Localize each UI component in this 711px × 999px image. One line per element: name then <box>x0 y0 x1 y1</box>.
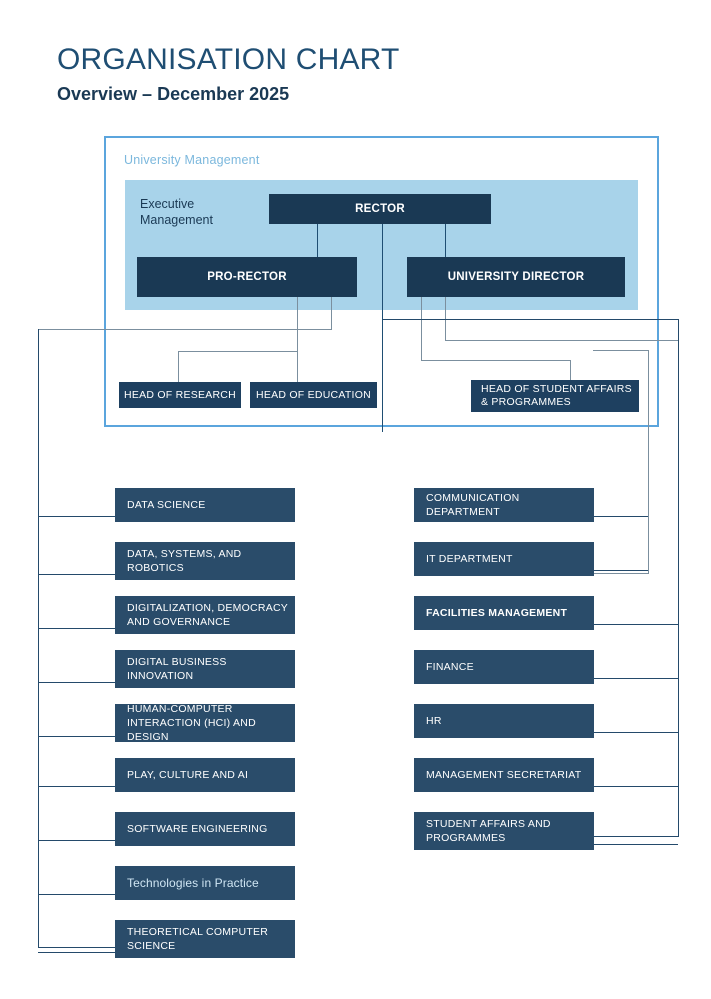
right-outer-trunk-line <box>678 319 679 836</box>
box-university-director[interactable]: UNIVERSITY DIRECTOR <box>407 257 625 297</box>
connector-pro-rector-left-rail <box>38 329 332 330</box>
left-trunk-bottom <box>38 947 115 948</box>
connector-to-digital-business-innovation <box>38 682 115 683</box>
connector-rector-trunk-center <box>382 224 383 432</box>
right-inner-trunk-line <box>648 350 649 573</box>
connector-to-hr <box>594 732 678 733</box>
connector-university-director-down-left <box>421 297 422 360</box>
connector-pro-rector-down-right <box>331 297 332 329</box>
box-theoretical-computer-science[interactable]: THEORETICAL COMPUTER SCIENCE <box>115 920 295 958</box>
box-digitalization-democracy-and-governance[interactable]: DIGITALIZATION, DEMOCRACY AND GOVERNANCE <box>115 596 295 634</box>
box-head-of-education[interactable]: HEAD OF EDUCATION <box>250 382 377 408</box>
connector-to-human-computer-interaction-hci-and-design <box>38 736 115 737</box>
box-management-secretariat[interactable]: MANAGEMENT SECRETARIAT <box>414 758 594 792</box>
connector-to-software-engineering <box>38 840 115 841</box>
connector-rector-to-university-director <box>445 224 446 259</box>
connector-heads-rail <box>178 351 298 352</box>
connector-to-head-of-education <box>297 351 298 384</box>
box-play-culture-and-ai[interactable]: PLAY, CULTURE AND AI <box>115 758 295 792</box>
box-student-affairs-and-programmes[interactable]: STUDENT AFFAIRS AND PROGRAMMES <box>414 812 594 850</box>
connector-university-director-right-rail <box>445 340 678 341</box>
executive-management-label: Executive Management <box>140 197 213 227</box>
connector-to-it-department <box>594 570 648 571</box>
box-data-systems-and-robotics[interactable]: DATA, SYSTEMS, AND ROBOTICS <box>115 542 295 580</box>
box-technologies-in-practice[interactable]: Technologies in Practice <box>115 866 295 900</box>
box-data-science[interactable]: DATA SCIENCE <box>115 488 295 522</box>
connector-to-data-science <box>38 516 115 517</box>
box-digital-business-innovation[interactable]: DIGITAL BUSINESS INNOVATION <box>115 650 295 688</box>
connector-to-student-affairs-and-programmes <box>594 844 678 845</box>
connector-to-data-systems-and-robotics <box>38 574 115 575</box>
right-outer-trunk-bottom <box>593 836 679 837</box>
page-title: ORGANISATION CHART <box>57 43 400 76</box>
left-trunk-line <box>38 329 39 947</box>
page-subtitle: Overview – December 2025 <box>57 84 290 104</box>
box-rector[interactable]: RECTOR <box>269 194 491 224</box>
box-head-of-research[interactable]: HEAD OF RESEARCH <box>119 382 241 408</box>
box-human-computer-interaction-hci-and-design[interactable]: HUMAN-COMPUTER INTERACTION (HCI) AND DES… <box>115 703 295 743</box>
connector-pro-rector-down-left <box>297 297 298 351</box>
university-management-label: University Management <box>124 153 260 167</box>
connector-to-head-of-student-affairs <box>570 360 571 384</box>
connector-university-director-down-right <box>445 297 446 340</box>
university-management-frame <box>104 136 659 427</box>
box-head-of-student-affairs-and-programmes[interactable]: HEAD OF STUDENT AFFAIRS & PROGRAMMES <box>471 380 639 412</box>
connector-to-technologies-in-practice <box>38 894 115 895</box>
right-inner-trunk-bottom <box>593 573 649 574</box>
connector-to-management-secretariat <box>594 786 678 787</box>
connector-to-student-affairs-rail <box>421 360 570 361</box>
connector-to-theoretical-computer-science <box>38 952 115 953</box>
box-communication-department[interactable]: COMMUNICATION DEPARTMENT <box>414 488 594 522</box>
connector-to-communication-department <box>594 516 648 517</box>
box-facilities-management[interactable]: FACILITIES MANAGEMENT <box>414 596 594 630</box>
right-outer-trunk-top <box>382 319 679 320</box>
box-hr[interactable]: HR <box>414 704 594 738</box>
connector-to-finance <box>594 678 678 679</box>
right-inner-trunk-top <box>593 350 649 351</box>
connector-to-head-of-research <box>178 351 179 384</box>
connector-to-facilities-management <box>594 624 678 625</box>
box-it-department[interactable]: IT DEPARTMENT <box>414 542 594 576</box>
connector-to-digitalization-democracy-and-governance <box>38 628 115 629</box>
box-software-engineering[interactable]: SOFTWARE ENGINEERING <box>115 812 295 846</box>
box-finance[interactable]: FINANCE <box>414 650 594 684</box>
box-pro-rector[interactable]: PRO-RECTOR <box>137 257 357 297</box>
connector-to-play-culture-and-ai <box>38 786 115 787</box>
connector-rector-to-pro-rector <box>317 224 318 259</box>
